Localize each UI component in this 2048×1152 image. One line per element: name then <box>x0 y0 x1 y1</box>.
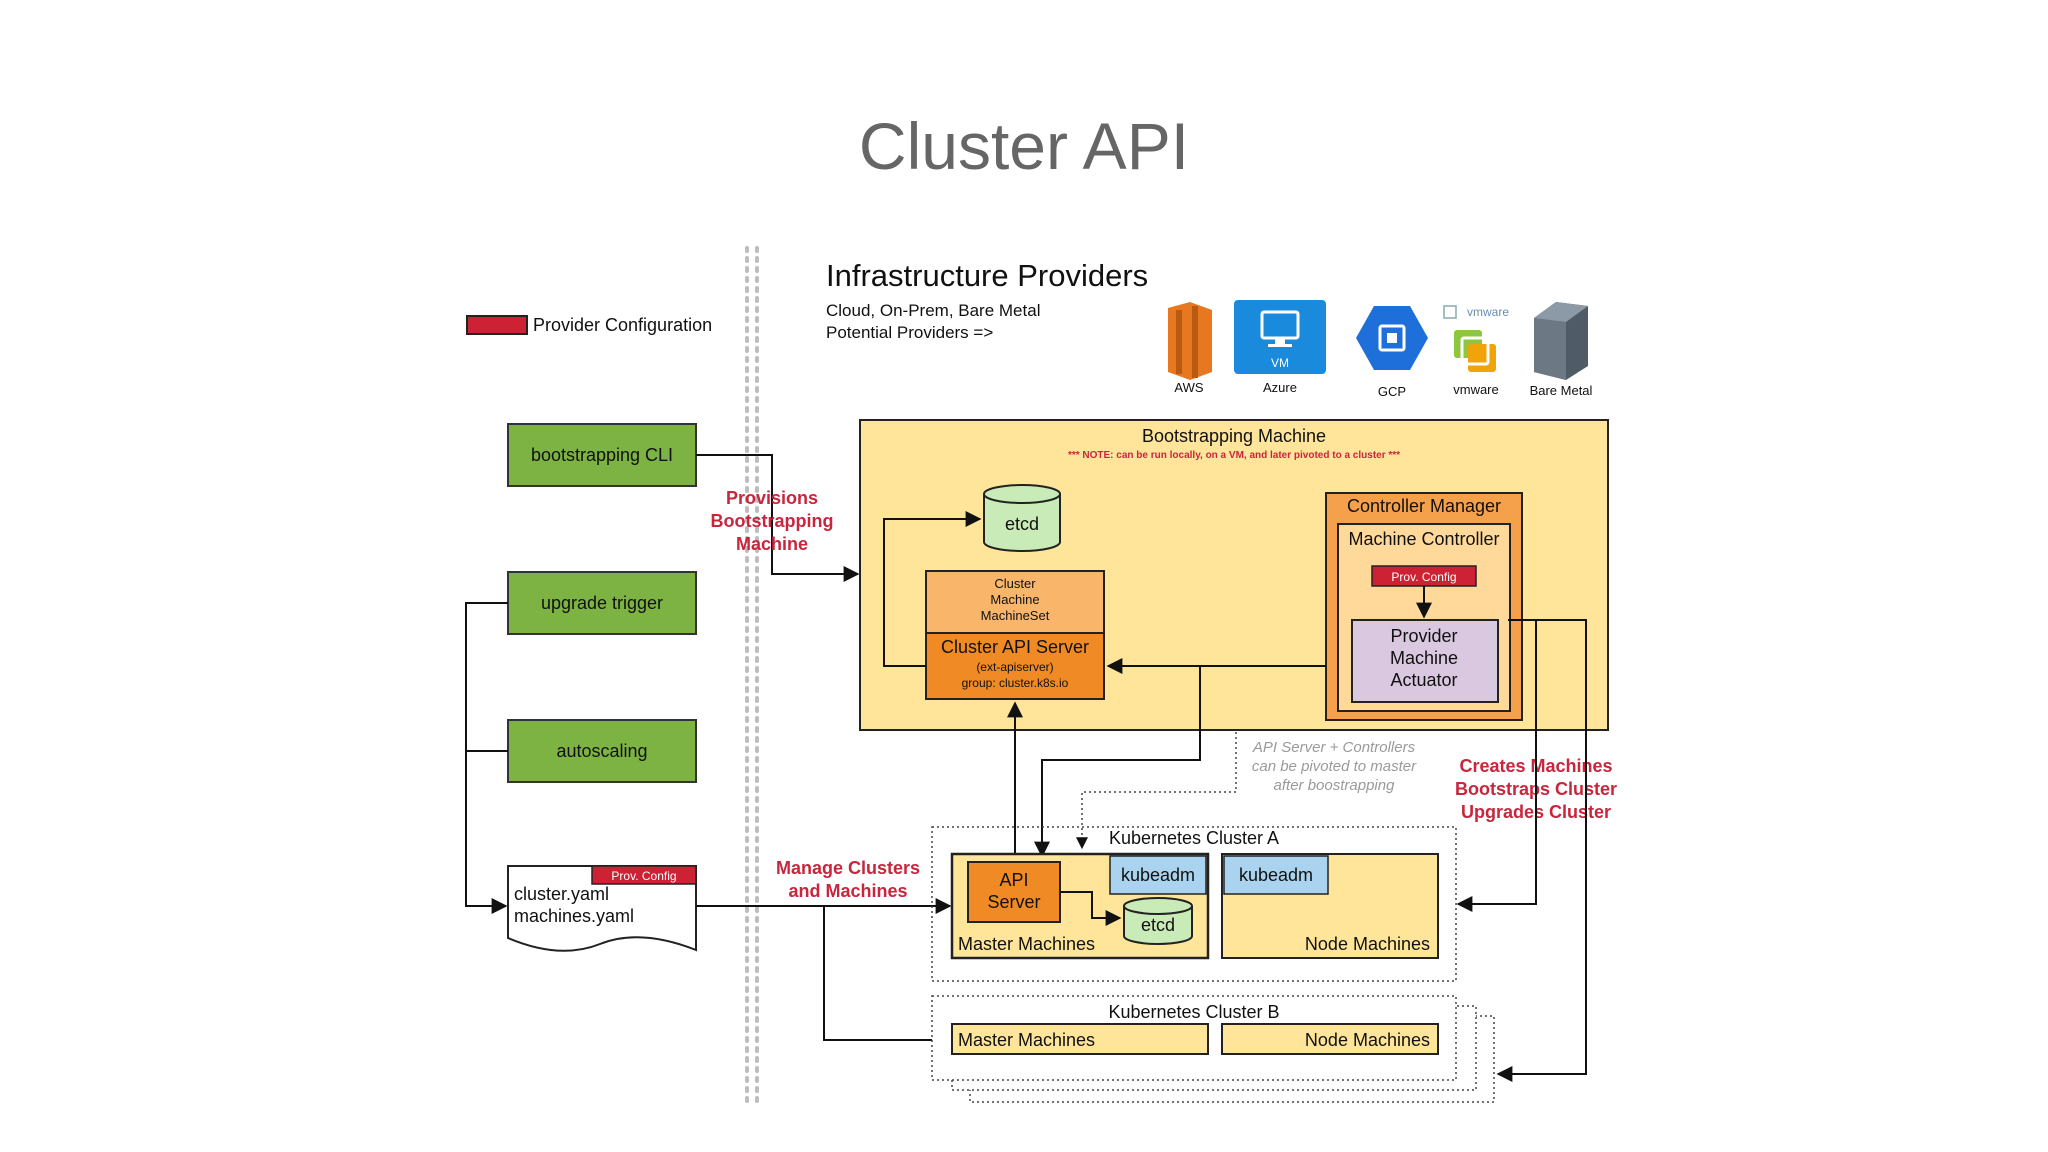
kubernetes-cluster-b: Kubernetes Cluster B Master Machines Nod… <box>931 995 1495 1103</box>
gcp-icon <box>1356 306 1428 370</box>
cluster-a-etcd-label: etcd <box>1141 915 1175 935</box>
actuator-line2: Machine <box>1390 648 1458 668</box>
dotted-separator <box>745 246 759 1104</box>
bootstrapping-machine-title: Bootstrapping Machine <box>1142 426 1326 446</box>
provider-label-vmware: vmware <box>1453 382 1499 397</box>
cluster-b-node-label: Node Machines <box>1305 1030 1430 1050</box>
infrastructure-providers: Infrastructure Providers Cloud, On-Prem,… <box>826 258 1593 399</box>
legend-swatch <box>466 315 528 335</box>
cluster-api-server-title: Cluster API Server <box>941 637 1089 657</box>
cluster-a-kubeadm-node-box <box>1223 855 1329 895</box>
left-connectors <box>465 454 952 1048</box>
bootstrap-connectors <box>883 511 1587 1082</box>
vmware-brand: vmware <box>1467 305 1509 319</box>
config-document: Prov. Config cluster.yaml machines.yaml <box>507 865 697 952</box>
cluster-b-title: Kubernetes Cluster B <box>1108 1002 1279 1022</box>
cluster-b-master-box <box>951 1023 1209 1055</box>
doc-prov-config-label: Prov. Config <box>611 869 676 883</box>
cluster-a-node-machines: kubeadm Node Machines <box>1221 853 1439 959</box>
provider-label-azure: Azure <box>1263 380 1297 395</box>
kubernetes-cluster-a: Kubernetes Cluster A API Server kubeadm … <box>931 826 1457 982</box>
doc-line1: cluster.yaml <box>514 884 609 904</box>
autoscaling-box: autoscaling <box>507 719 697 783</box>
pivot-line2: can be pivoted to master <box>1252 758 1417 775</box>
manage-line1: Manage Clusters <box>776 858 920 878</box>
pivot-line3: after boostrapping <box>1274 777 1396 794</box>
bootstrapping-cli-box: bootstrapping CLI <box>507 423 697 487</box>
cluster-a-title: Kubernetes Cluster A <box>1109 828 1279 848</box>
pivot-note: API Server + Controllers can be pivoted … <box>1252 739 1417 794</box>
cluster-b-node-box <box>1221 1023 1439 1055</box>
pivot-dotted-arrow <box>1076 732 1237 850</box>
infra-line2: Potential Providers => <box>826 323 993 342</box>
infra-line1: Cloud, On-Prem, Bare Metal <box>826 301 1040 320</box>
cluster-a-node-label: Node Machines <box>1305 934 1430 954</box>
provider-label-bare-metal: Bare Metal <box>1530 383 1593 398</box>
pivot-line1: API Server + Controllers <box>1252 739 1416 756</box>
vmware-icon: vmware <box>1443 305 1509 372</box>
cluster-a-api-server-box <box>967 861 1061 923</box>
cluster-resources-box: Cluster Machine MachineSet <box>925 570 1105 634</box>
provisions-line1: Provisions <box>726 488 818 508</box>
provider-label-gcp: GCP <box>1378 384 1406 399</box>
doc-line2: machines.yaml <box>514 906 634 926</box>
actuator-line1: Provider <box>1390 626 1457 646</box>
cluster-a-master-label: Master Machines <box>958 934 1095 954</box>
upgrade-trigger-box: upgrade trigger <box>507 571 697 635</box>
machine-controller-title: Machine Controller <box>1348 529 1499 549</box>
autoscaling-label: autoscaling <box>556 741 647 761</box>
legend: Provider Configuration <box>466 315 712 335</box>
cluster-a-kubeadm-master-label: kubeadm <box>1121 865 1195 885</box>
cluster-api-server-sub2: group: cluster.k8s.io <box>962 676 1069 690</box>
doc-prov-config-tag <box>591 865 697 885</box>
cluster-a-kubeadm-master-box <box>1109 855 1207 895</box>
resource-machineset: MachineSet <box>981 608 1050 623</box>
bootstrap-etcd-label: etcd <box>1005 514 1039 534</box>
cluster-b-master-label: Master Machines <box>958 1030 1095 1050</box>
resource-machine: Machine <box>990 592 1039 607</box>
server-icon <box>1534 302 1588 380</box>
manage-line2: and Machines <box>788 881 907 901</box>
azure-vm-badge: VM <box>1271 356 1289 370</box>
provider-label-aws: AWS <box>1174 380 1203 395</box>
provider-machine-actuator-box <box>1351 619 1499 703</box>
cluster-api-server-sub1: (ext-apiserver) <box>976 660 1053 674</box>
infra-heading: Infrastructure Providers <box>826 258 1148 293</box>
controller-manager-title: Controller Manager <box>1347 496 1501 516</box>
page-title: Cluster API <box>858 109 1190 183</box>
provisions-label: Provisions Bootstrapping Machine <box>711 488 834 554</box>
cluster-a-api-line1: API <box>999 870 1028 890</box>
bootstrapping-note: *** NOTE: can be run locally, on a VM, a… <box>1068 450 1400 461</box>
bootstrapping-machine: Bootstrapping Machine *** NOTE: can be r… <box>859 419 1609 731</box>
prov-config-label: Prov. Config <box>1391 570 1456 584</box>
cluster-api-server-box: Cluster API Server (ext-apiserver) group… <box>925 632 1105 700</box>
cluster-a-kubeadm-node-label: kubeadm <box>1239 865 1313 885</box>
provisions-line3: Machine <box>736 534 808 554</box>
bootstrap-etcd-cylinder: etcd <box>983 484 1061 552</box>
cluster-a-etcd-cylinder: etcd <box>1123 897 1193 945</box>
api-to-etcd-arrow <box>1060 891 1122 926</box>
azure-vm-icon: VM <box>1234 300 1326 374</box>
aws-icon <box>1168 302 1212 380</box>
cluster-a-master-machines: API Server kubeadm etcd Master Machines <box>950 852 1210 960</box>
actuator-line3: Actuator <box>1390 670 1457 690</box>
manage-label: Manage Clusters and Machines <box>776 858 920 901</box>
bootstrapping-cli-label: bootstrapping CLI <box>531 445 673 465</box>
cluster-a-api-line2: Server <box>987 892 1040 912</box>
resource-cluster: Cluster <box>994 576 1036 591</box>
legend-label: Provider Configuration <box>533 315 712 335</box>
provisions-line2: Bootstrapping <box>711 511 834 531</box>
upgrade-trigger-label: upgrade trigger <box>541 593 663 613</box>
